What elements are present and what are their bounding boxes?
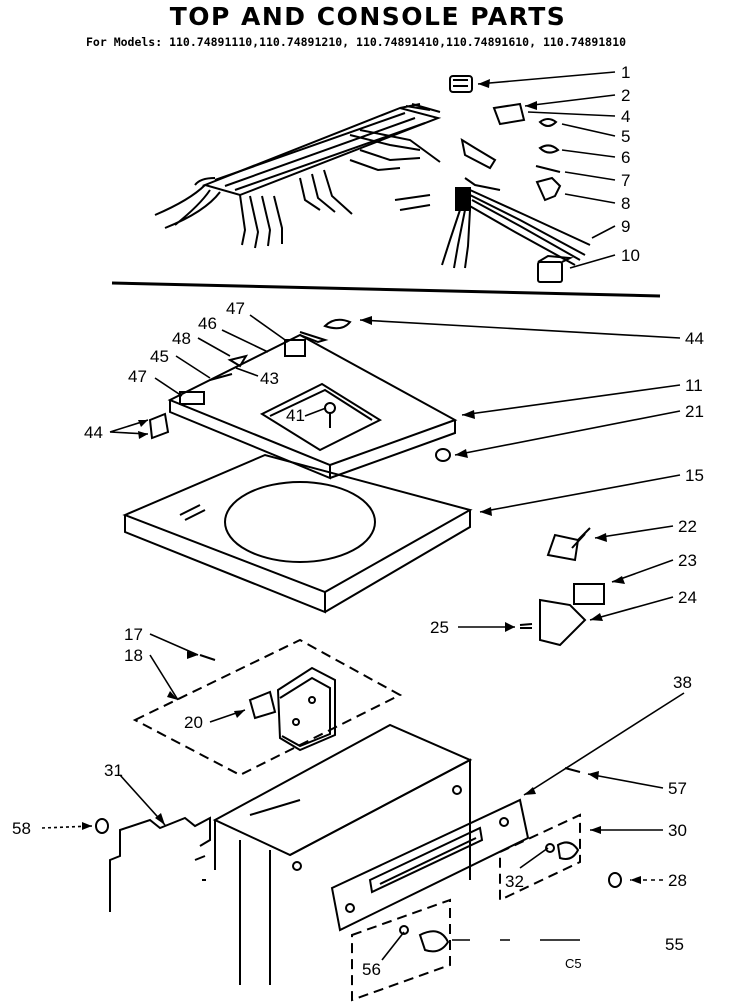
console-top-panel — [167, 331, 458, 480]
callout-44-left: 44 — [84, 423, 103, 442]
callout-17: 17 — [124, 625, 143, 644]
callout-6: 6 — [621, 148, 630, 167]
callout-45: 45 — [150, 347, 169, 366]
callout-32: 32 — [505, 872, 524, 891]
part-25-screw — [519, 623, 533, 629]
console-base — [212, 723, 473, 985]
callout-2: 2 — [621, 86, 630, 105]
model-numbers-line: For Models: 110.74891110,110.74891210, 1… — [86, 35, 627, 49]
callout-7: 7 — [621, 171, 630, 190]
callout-21: 21 — [685, 402, 704, 421]
callout-labels: 1 2 4 5 6 7 8 9 10 44 11 21 15 22 23 24 … — [12, 63, 704, 979]
callout-11: 11 — [685, 376, 703, 395]
callout-46: 46 — [198, 314, 217, 333]
callout-56: 56 — [362, 960, 381, 979]
part-58-clip — [95, 818, 109, 834]
callout-20: 20 — [184, 713, 203, 732]
callout-25: 25 — [430, 618, 449, 637]
callout-23: 23 — [678, 551, 697, 570]
callout-38: 38 — [673, 673, 692, 692]
callout-47-top: 47 — [226, 299, 245, 318]
leader-lines — [41, 71, 685, 961]
part-44-hinge — [323, 318, 352, 330]
callout-1: 1 — [621, 63, 630, 82]
callout-8: 8 — [621, 194, 630, 213]
page-code: C5 — [565, 956, 582, 971]
part-57-screw — [564, 767, 581, 773]
callout-18: 18 — [124, 646, 143, 665]
callout-44-top: 44 — [685, 329, 704, 348]
callout-58: 58 — [12, 819, 31, 838]
callout-22: 22 — [678, 517, 697, 536]
callout-43: 43 — [260, 369, 279, 388]
callout-24: 24 — [678, 588, 697, 607]
part-56-box — [351, 898, 451, 1002]
part-44-hinge-left — [148, 412, 170, 440]
callout-57: 57 — [668, 779, 687, 798]
part-30-box — [499, 813, 581, 902]
callout-47-left: 47 — [128, 367, 147, 386]
callout-48: 48 — [172, 329, 191, 348]
part-23-switch-cover — [573, 583, 605, 605]
top-lid — [122, 453, 473, 614]
timer-assembly — [132, 638, 403, 777]
callout-30: 30 — [668, 821, 687, 840]
part-24-switch-housing — [539, 598, 587, 647]
callout-28: 28 — [668, 871, 687, 890]
console-front-panel — [330, 798, 530, 932]
callout-15: 15 — [685, 466, 704, 485]
callout-5: 5 — [621, 127, 630, 146]
callout-10: 10 — [621, 246, 640, 265]
arrowheads — [82, 79, 641, 884]
part-28-knob-insert — [608, 872, 622, 888]
part-31-bracket — [109, 816, 211, 912]
part-56-knob — [418, 930, 450, 953]
diagram-title: TOP AND CONSOLE PARTS — [169, 2, 567, 31]
part-28-knob — [556, 841, 580, 860]
part-21-plug — [435, 448, 451, 462]
callout-55: 55 — [665, 935, 684, 954]
callout-31: 31 — [104, 761, 123, 780]
callout-4: 4 — [621, 107, 630, 126]
callout-9: 9 — [621, 217, 630, 236]
callout-41: 41 — [286, 406, 305, 425]
wire-harness — [154, 75, 591, 283]
section-divider — [111, 281, 661, 298]
